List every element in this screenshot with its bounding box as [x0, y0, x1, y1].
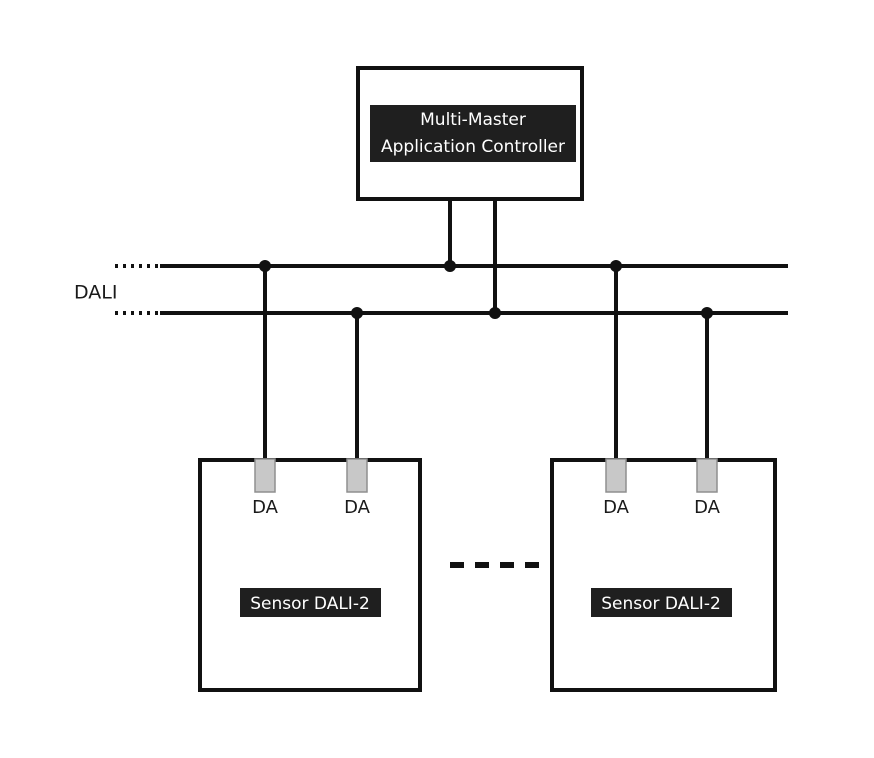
sensor-left: DA DA Sensor DALI-2: [198, 458, 422, 692]
junction-sensor1-da1-top: [259, 260, 271, 272]
sensor-right-terminal-da-2-label: DA: [694, 497, 721, 518]
sensor-left-terminal-da-2-pad: [346, 458, 368, 493]
controller-label-band: [370, 105, 576, 162]
junction-controller-bottom: [489, 307, 501, 319]
sensor-left-terminal-da-2-label: DA: [344, 497, 371, 518]
sensor-drop-wires: [263, 266, 709, 462]
junction-sensor1-da2-bottom: [351, 307, 363, 319]
junction-sensor2-da2-bottom: [701, 307, 713, 319]
sensor-right-terminal-da-1-label: DA: [603, 497, 630, 518]
dali-bus: DALI: [74, 264, 788, 315]
sensor-right-terminal-da-1-pad: [605, 458, 627, 493]
sensor-left-terminal-da-1-label: DA: [252, 497, 279, 518]
sensor-right-terminal-da-2-pad: [696, 458, 718, 493]
multi-master-application-controller: Multi-Master Application Controller: [356, 66, 584, 201]
sensor-left-label: Sensor DALI-2: [250, 594, 370, 614]
sensor-right-label-band: [591, 588, 732, 617]
sensor-left-label-band: [240, 588, 381, 617]
sensor-right-box-outline: [550, 458, 777, 692]
junction-controller-top: [444, 260, 456, 272]
sensor-right: DA DA Sensor DALI-2: [550, 458, 777, 692]
sensor-left-terminal-da-1-pad: [254, 458, 276, 493]
sensor-right-label: Sensor DALI-2: [601, 594, 721, 614]
sensor-left-box-outline: [198, 458, 422, 692]
controller-drop-wires: [448, 199, 497, 313]
junction-sensor2-da1-top: [610, 260, 622, 272]
dali-bus-label: DALI: [74, 282, 117, 304]
bus-junction-dots: [259, 260, 713, 319]
controller-label-line-2: Application Controller: [381, 137, 565, 157]
controller-label-line-1: Multi-Master: [420, 110, 526, 130]
